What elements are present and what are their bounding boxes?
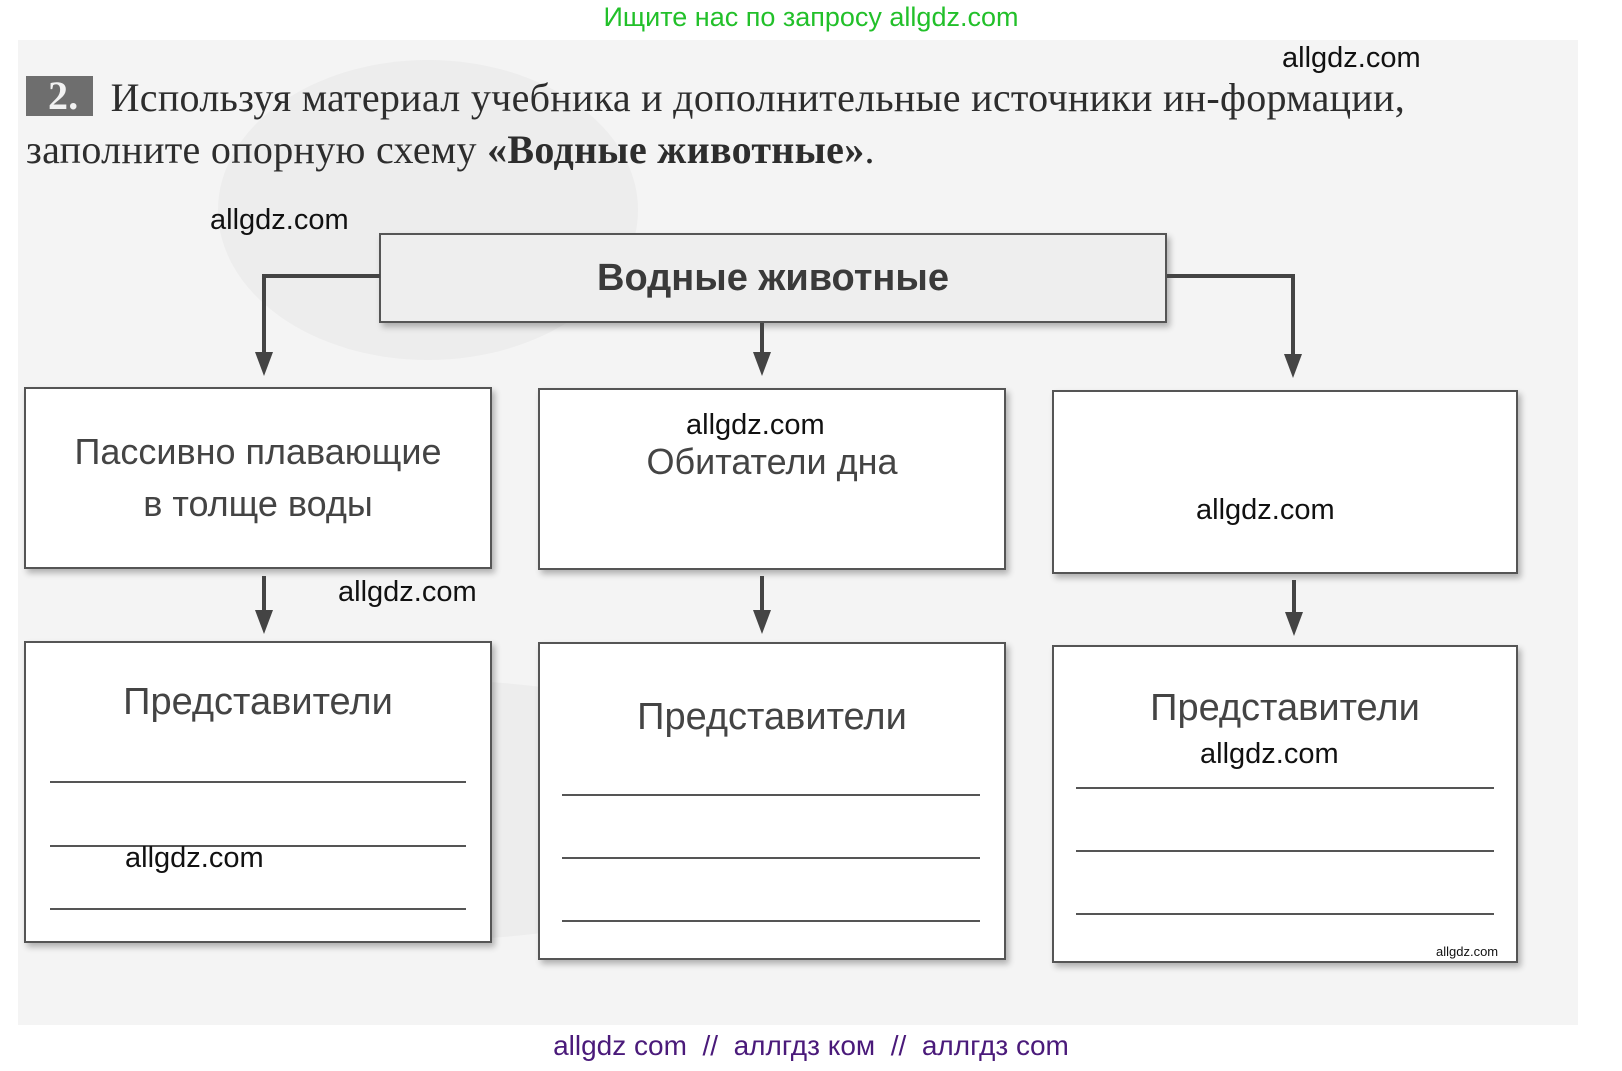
- connector-line: [1291, 274, 1295, 356]
- bottom-watermark-banner: allgdz com // аллгдз ком // аллгдз com: [553, 1030, 1069, 1061]
- connector-line: [262, 576, 266, 612]
- representatives-box-1: Представители: [24, 641, 492, 943]
- category-label: в толще воды: [143, 483, 373, 524]
- watermark-small: allgdz.com: [1436, 944, 1499, 959]
- category-box-bottom-dwellers[interactable]: Обитатели дна: [538, 388, 1006, 570]
- arrow-down-icon: [1285, 612, 1303, 636]
- representatives-box-3: Представители: [1052, 645, 1518, 963]
- answer-line[interactable]: [50, 845, 466, 847]
- answer-line[interactable]: [50, 781, 466, 783]
- connector-line: [760, 323, 764, 353]
- task-number-badge: 2.: [26, 76, 93, 116]
- representatives-title: Представители: [1150, 687, 1420, 729]
- arrow-down-icon: [255, 610, 273, 634]
- answer-line[interactable]: [1076, 913, 1494, 915]
- connector-line: [760, 576, 764, 612]
- connector-line: [262, 274, 266, 354]
- answer-line[interactable]: [562, 857, 980, 859]
- connector-line: [1292, 580, 1296, 614]
- answer-line[interactable]: [1076, 850, 1494, 852]
- scheme-name: «Водные животные»: [487, 127, 865, 172]
- root-node-label: Водные животные: [597, 256, 949, 299]
- category-box-empty[interactable]: [1052, 390, 1518, 574]
- watermark: allgdz.com: [1196, 494, 1335, 526]
- arrow-down-icon: [753, 352, 771, 376]
- watermark: allgdz.com: [1282, 42, 1421, 74]
- answer-line[interactable]: [562, 794, 980, 796]
- category-box-passive-swimmers[interactable]: Пассивно плавающие в толще воды: [24, 387, 492, 569]
- watermark: allgdz.com: [125, 842, 264, 874]
- category-label: Обитатели дна: [646, 441, 898, 482]
- representatives-title: Представители: [637, 696, 907, 738]
- root-node: Водные животные: [379, 233, 1167, 323]
- arrow-down-icon: [255, 352, 273, 376]
- representatives-box-2: Представители: [538, 642, 1006, 960]
- answer-line[interactable]: [50, 908, 466, 910]
- connector-line: [1167, 274, 1295, 278]
- answer-line[interactable]: [562, 920, 980, 922]
- answer-line[interactable]: [1076, 787, 1494, 789]
- representatives-title: Представители: [123, 681, 393, 723]
- task-period: .: [864, 127, 875, 172]
- task-text: Используя материал учебника и дополнител…: [26, 75, 1406, 172]
- watermark: allgdz.com: [1200, 738, 1339, 770]
- watermark: allgdz.com: [686, 409, 825, 441]
- arrow-down-icon: [753, 610, 771, 634]
- watermark: allgdz.com: [338, 576, 477, 608]
- watermark: allgdz.com: [210, 204, 349, 236]
- arrow-down-icon: [1284, 354, 1302, 378]
- top-watermark-banner: Ищите нас по запросу allgdz.com: [603, 2, 1019, 32]
- task-instruction: 2.Используя материал учебника и дополнит…: [26, 72, 1586, 176]
- category-label: Пассивно плавающие: [74, 431, 442, 472]
- connector-line: [262, 274, 380, 278]
